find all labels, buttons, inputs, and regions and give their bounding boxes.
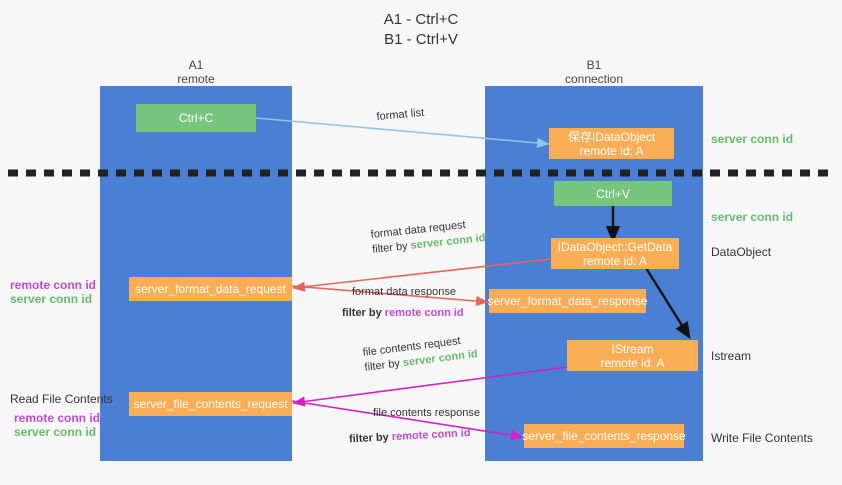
edge-label-format-data-request: format data request filter by server con… <box>370 216 486 258</box>
node-server-file-contents-response[interactable]: server_file_contents_response <box>522 424 686 448</box>
node-idataobject-getdata[interactable]: IDataObject::GetData remote id: A <box>551 238 679 269</box>
lane-a1-sub: remote <box>177 72 215 86</box>
edge-label-file-contents-request: file contents request filter by server c… <box>362 332 479 376</box>
lane-header-a1: A1 remote <box>100 58 292 86</box>
node-save-dataobject[interactable]: 保存IDataObject remote id: A <box>549 128 674 159</box>
right-label-server-conn-id-mid: server conn id <box>711 210 794 224</box>
diagram-title: A1 - Ctrl+C B1 - Ctrl+V <box>0 10 842 50</box>
edge-label-file-contents-response: file contents response filter by remote … <box>349 406 481 445</box>
lane-b1-name: B1 <box>586 58 602 72</box>
node-istream-line1: IStream <box>611 341 654 356</box>
node-save-dataobject-line1: 保存IDataObject <box>567 129 656 144</box>
right-label-istream: Istream <box>711 349 752 363</box>
node-server-file-contents-request-label: server_file_contents_request <box>133 397 288 411</box>
node-ctrl-c[interactable]: Ctrl+C <box>136 104 256 132</box>
edge-label-format-data-response-title: format data response <box>352 286 456 298</box>
lane-a1-name: A1 <box>188 58 204 72</box>
left-label-server-conn-id-lower: server conn id <box>14 425 97 439</box>
left-label-read-file-contents: Read File Contents <box>10 392 113 406</box>
node-save-dataobject-line2: remote id: A <box>579 143 644 158</box>
node-server-file-contents-request[interactable]: server_file_contents_request <box>129 392 292 416</box>
title-line-2: B1 - Ctrl+V <box>384 31 458 48</box>
left-label-server-conn-id-upper: server conn id <box>10 292 93 306</box>
node-ctrl-v[interactable]: Ctrl+V <box>554 181 672 206</box>
edge-label-format-list: format list <box>376 106 425 125</box>
node-server-format-data-response[interactable]: server_format_data_response <box>487 289 648 313</box>
right-label-write-file-contents: Write File Contents <box>711 431 813 445</box>
node-server-format-data-request-label: server_format_data_request <box>135 282 286 296</box>
edge-label-format-list-text: format list <box>376 106 425 123</box>
right-label-dataobject: DataObject <box>711 245 772 259</box>
right-label-server-conn-id-top: server conn id <box>711 132 794 146</box>
edge-label-format-data-response-filter: filter by remote conn id <box>342 307 464 319</box>
node-ctrl-v-label: Ctrl+V <box>596 186 630 201</box>
edge-label-format-data-response: format data response filter by remote co… <box>342 285 464 321</box>
lane-header-b1: B1 connection <box>485 58 703 86</box>
edge-label-file-contents-response-filter: filter by remote conn id <box>348 427 471 446</box>
node-ctrl-c-label: Ctrl+C <box>178 111 214 125</box>
left-label-remote-conn-id-lower: remote conn id <box>14 411 101 425</box>
node-istream-line2: remote id: A <box>600 355 665 370</box>
title-line-1: A1 - Ctrl+C <box>383 11 459 28</box>
edge-label-file-contents-response-title: file contents response <box>373 407 481 419</box>
node-server-format-data-response-label: server_format_data_response <box>487 294 648 308</box>
lane-b1-sub: connection <box>564 72 624 86</box>
node-idataobject-getdata-line1: IDataObject::GetData <box>557 239 673 254</box>
left-label-remote-conn-id-upper: remote conn id <box>10 278 97 292</box>
node-idataobject-getdata-line2: remote id: A <box>582 253 648 268</box>
node-server-file-contents-response-label: server_file_contents_response <box>522 429 686 443</box>
node-istream[interactable]: IStream remote id: A <box>567 340 698 371</box>
node-server-format-data-request[interactable]: server_format_data_request <box>129 277 292 301</box>
